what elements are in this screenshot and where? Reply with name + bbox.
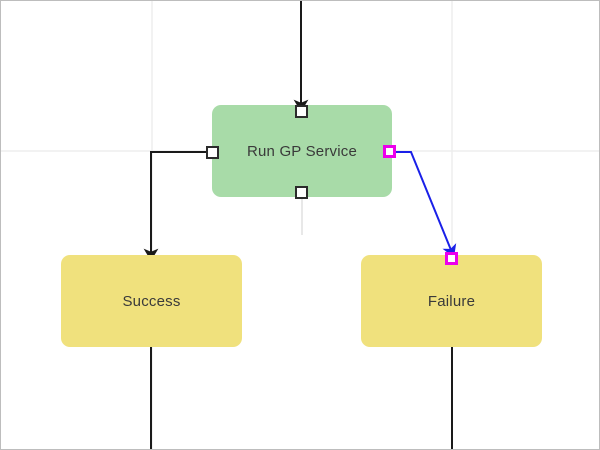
edge-to-success[interactable]	[143, 151, 212, 261]
port-failure-top[interactable]	[445, 252, 458, 265]
node-label-success: Success	[122, 292, 181, 310]
node-label-run-gp-service: Run GP Service	[246, 142, 358, 160]
node-failure[interactable]: Failure	[361, 255, 542, 347]
node-success[interactable]: Success	[61, 255, 242, 347]
node-run-gp-service[interactable]: Run GP Service	[212, 105, 392, 197]
node-label-failure: Failure	[427, 292, 476, 310]
port-run-gp-service-top[interactable]	[295, 105, 308, 118]
port-run-gp-service-right[interactable]	[383, 145, 396, 158]
port-run-gp-service-left[interactable]	[206, 146, 219, 159]
edge-to-failure-selected[interactable]	[393, 151, 457, 258]
port-run-gp-service-bottom[interactable]	[295, 186, 308, 199]
